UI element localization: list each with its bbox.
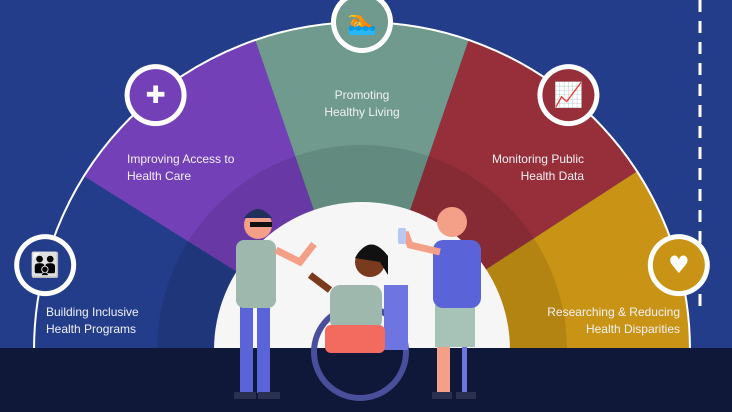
line-chart-icon: 📈 [537,64,600,127]
label-line: Health Care [127,169,192,183]
ground-bar [0,348,732,412]
label-line: Researching & Reducing [547,305,680,319]
svg-text:♥: ♥ [668,251,690,279]
label-line: Promoting [334,88,390,102]
svg-text:👪: 👪 [30,251,60,279]
label-line: Building Inclusive [46,305,139,319]
swimmer-icon: 🏊 [331,0,393,53]
label-line: Health Data [520,169,584,183]
segment-wedge [255,22,469,351]
label-line: Health Programs [46,322,137,336]
label-line: Monitoring Public [491,152,584,166]
svg-text:🏊: 🏊 [347,8,377,36]
svg-text:✚: ✚ [146,81,166,109]
person-phone [398,207,481,399]
person-sunglasses [234,209,317,399]
label-line: Improving Access to [127,152,235,166]
family-icon: 👪 [14,234,77,297]
label-line: Healthy Living [324,105,400,119]
segment-label-access: Improving Access to Health Care [127,151,234,185]
label-line: Health Disparities [585,322,680,336]
person-wheelchair [307,244,409,401]
heartbeat-icon: ♥ [647,234,710,297]
svg-text:📈: 📈 [553,81,583,109]
medical-kit-icon: ✚ [124,64,187,127]
